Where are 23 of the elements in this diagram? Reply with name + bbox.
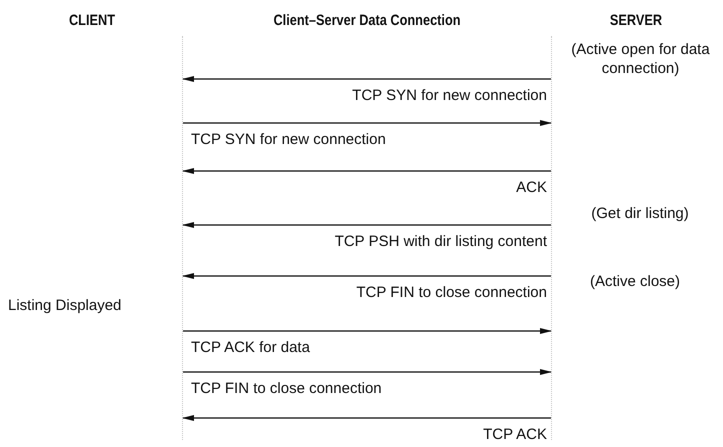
message-arrow	[182, 415, 551, 421]
note-text: (Get dir listing)	[590, 204, 690, 223]
edge-label: ACK	[516, 178, 547, 197]
message-arrow	[183, 120, 552, 126]
edge-label: TCP ACK	[483, 425, 547, 444]
edge-label: TCP SYN for new connection	[352, 86, 547, 105]
message-arrow	[182, 168, 551, 174]
edge-label: TCP FIN to close connection	[191, 379, 382, 398]
message-arrow	[183, 328, 552, 334]
participant-heading: SERVER	[610, 11, 662, 30]
edge-label: TCP SYN for new connection	[191, 130, 386, 149]
note-text: (Active close)	[588, 272, 682, 291]
message-arrow	[183, 369, 552, 375]
edge-label: TCP FIN to close connection	[356, 283, 547, 302]
message-arrow	[182, 222, 551, 228]
edge-label: TCP PSH with dir listing content	[334, 232, 547, 251]
message-arrow	[182, 273, 551, 279]
message-arrow	[182, 76, 551, 82]
note-text: Listing Displayed	[8, 296, 122, 315]
diagram-title: Client–Server Data Connection	[273, 11, 461, 30]
edge-label: TCP ACK for data	[191, 338, 310, 357]
note-text: (Active open for data connection)	[570, 40, 711, 78]
participant-heading: CLIENT	[68, 11, 116, 30]
